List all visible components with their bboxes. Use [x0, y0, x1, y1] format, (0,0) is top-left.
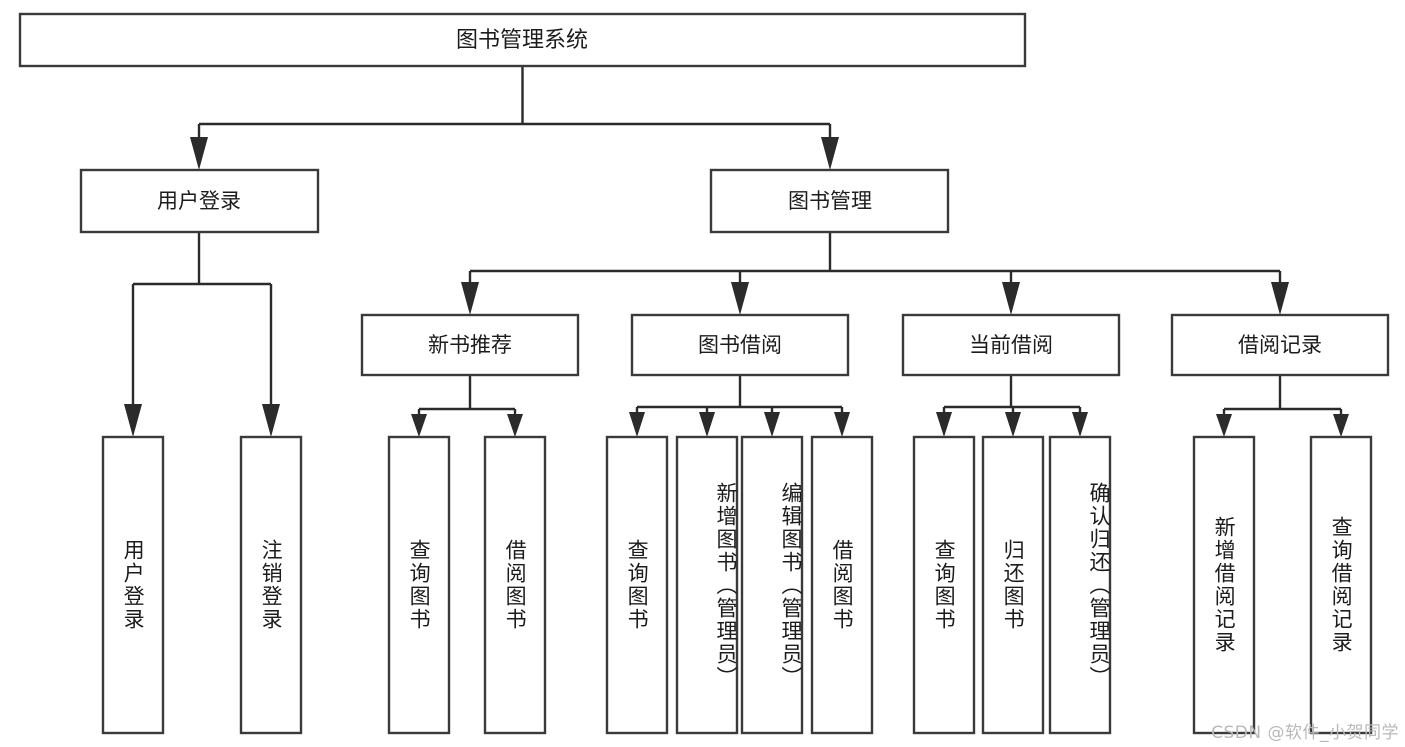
- connector-group-newbook-to-leaves: [411, 375, 523, 437]
- leaf-box-add-book-admin[interactable]: [675, 435, 739, 735]
- leaf-box-borrow-book[interactable]: [810, 435, 874, 735]
- arrow-head-icon: [124, 404, 142, 437]
- connector-group-current-to-leaves: [936, 375, 1088, 437]
- node-book-management[interactable]: 图书管理: [709, 168, 950, 234]
- csdn-watermark: CSDN @软件_小贺同学: [1211, 723, 1399, 743]
- arrow-head-icon: [411, 414, 427, 437]
- node-current-borrow-label: 当前借阅: [969, 333, 1053, 357]
- connector-group-root-to-level2: [190, 66, 839, 170]
- arrow-head-icon: [834, 412, 850, 437]
- node-borrow-records[interactable]: 借阅记录: [1170, 313, 1390, 377]
- node-current-borrow[interactable]: 当前借阅: [901, 313, 1121, 377]
- node-root-label: 图书管理系统: [456, 28, 588, 53]
- arrow-head-icon: [936, 412, 952, 437]
- connector-group-borrow-to-leaves: [629, 375, 850, 437]
- leaf-box-query-book-current[interactable]: [912, 435, 976, 735]
- node-root-box[interactable]: [18, 12, 1027, 68]
- leaf-box-return-book[interactable]: [981, 435, 1045, 735]
- node-book-borrow[interactable]: 图书借阅: [630, 313, 850, 377]
- arrow-head-icon: [1216, 414, 1232, 437]
- connector-group-login-to-leaves: [124, 232, 280, 437]
- arrow-head-icon: [1333, 414, 1349, 437]
- node-new-book-recommend[interactable]: 新书推荐: [360, 313, 580, 377]
- node-book-borrow-label: 图书借阅: [698, 333, 782, 357]
- node-root[interactable]: 图书管理系统: [18, 12, 1027, 68]
- arrow-head-icon: [1005, 412, 1021, 437]
- arrow-head-icon: [629, 412, 645, 437]
- node-book-borrow-box[interactable]: [630, 313, 850, 377]
- leaf-box-query-book-newbook[interactable]: [387, 435, 451, 735]
- node-borrow-records-box[interactable]: [1170, 313, 1390, 377]
- node-user-login-box[interactable]: [79, 168, 320, 234]
- node-user-login-label: 用户登录: [157, 189, 241, 213]
- connector-group-records-to-leaves: [1216, 375, 1349, 437]
- node-new-book-recommend-label: 新书推荐: [428, 333, 512, 357]
- arrow-head-icon: [1002, 282, 1020, 315]
- leaf-box-confirm-return-admin[interactable]: [1048, 435, 1112, 735]
- leaf-box-logout[interactable]: [239, 435, 303, 735]
- arrow-head-icon: [699, 412, 715, 437]
- node-user-login[interactable]: 用户登录: [79, 168, 320, 234]
- leaf-box-user-login[interactable]: [101, 435, 165, 735]
- arrow-head-icon: [1072, 412, 1088, 437]
- leaf-box-edit-book-admin[interactable]: [740, 435, 804, 735]
- connector-group-bookmgmt-to-level3: [461, 232, 1289, 315]
- node-current-borrow-box[interactable]: [901, 313, 1121, 377]
- node-borrow-records-label: 借阅记录: [1238, 333, 1322, 357]
- arrow-head-icon: [821, 137, 839, 170]
- arrow-head-icon: [461, 282, 479, 315]
- node-book-management-box[interactable]: [709, 168, 950, 234]
- arrow-head-icon: [1271, 282, 1289, 315]
- arrow-head-icon: [190, 137, 208, 170]
- arrow-head-icon: [731, 282, 749, 315]
- leaf-box-query-borrow-record[interactable]: [1309, 435, 1373, 735]
- node-book-management-label: 图书管理: [788, 189, 872, 213]
- arrow-head-icon: [262, 404, 280, 437]
- arrow-head-icon: [764, 412, 780, 437]
- node-new-book-recommend-box[interactable]: [360, 313, 580, 377]
- leaf-box-borrow-book-newbook[interactable]: [483, 435, 547, 735]
- arrow-head-icon: [507, 414, 523, 437]
- leaf-box-add-borrow-record[interactable]: [1192, 435, 1256, 735]
- leaf-box-query-book-borrow[interactable]: [605, 435, 669, 735]
